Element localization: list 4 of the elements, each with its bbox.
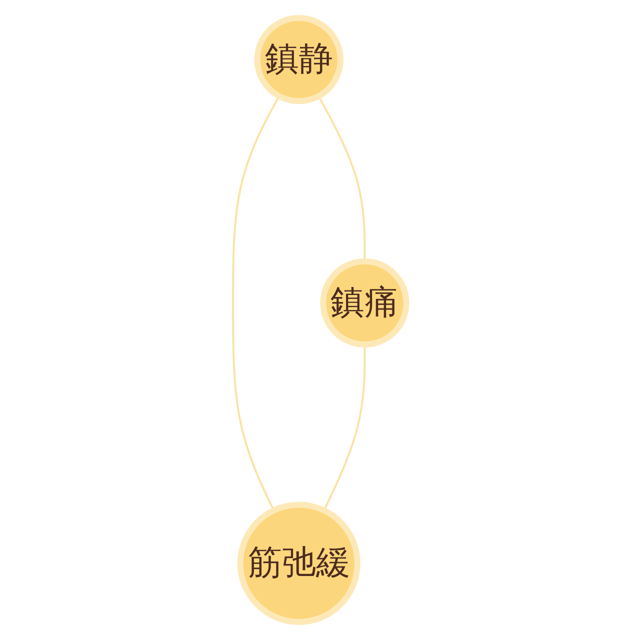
node-circle: 筋弛緩 (238, 502, 361, 625)
connector (232, 96, 280, 511)
node-circle: 鎮静 (254, 15, 344, 104)
node-circle: 鎮痛 (320, 258, 410, 348)
